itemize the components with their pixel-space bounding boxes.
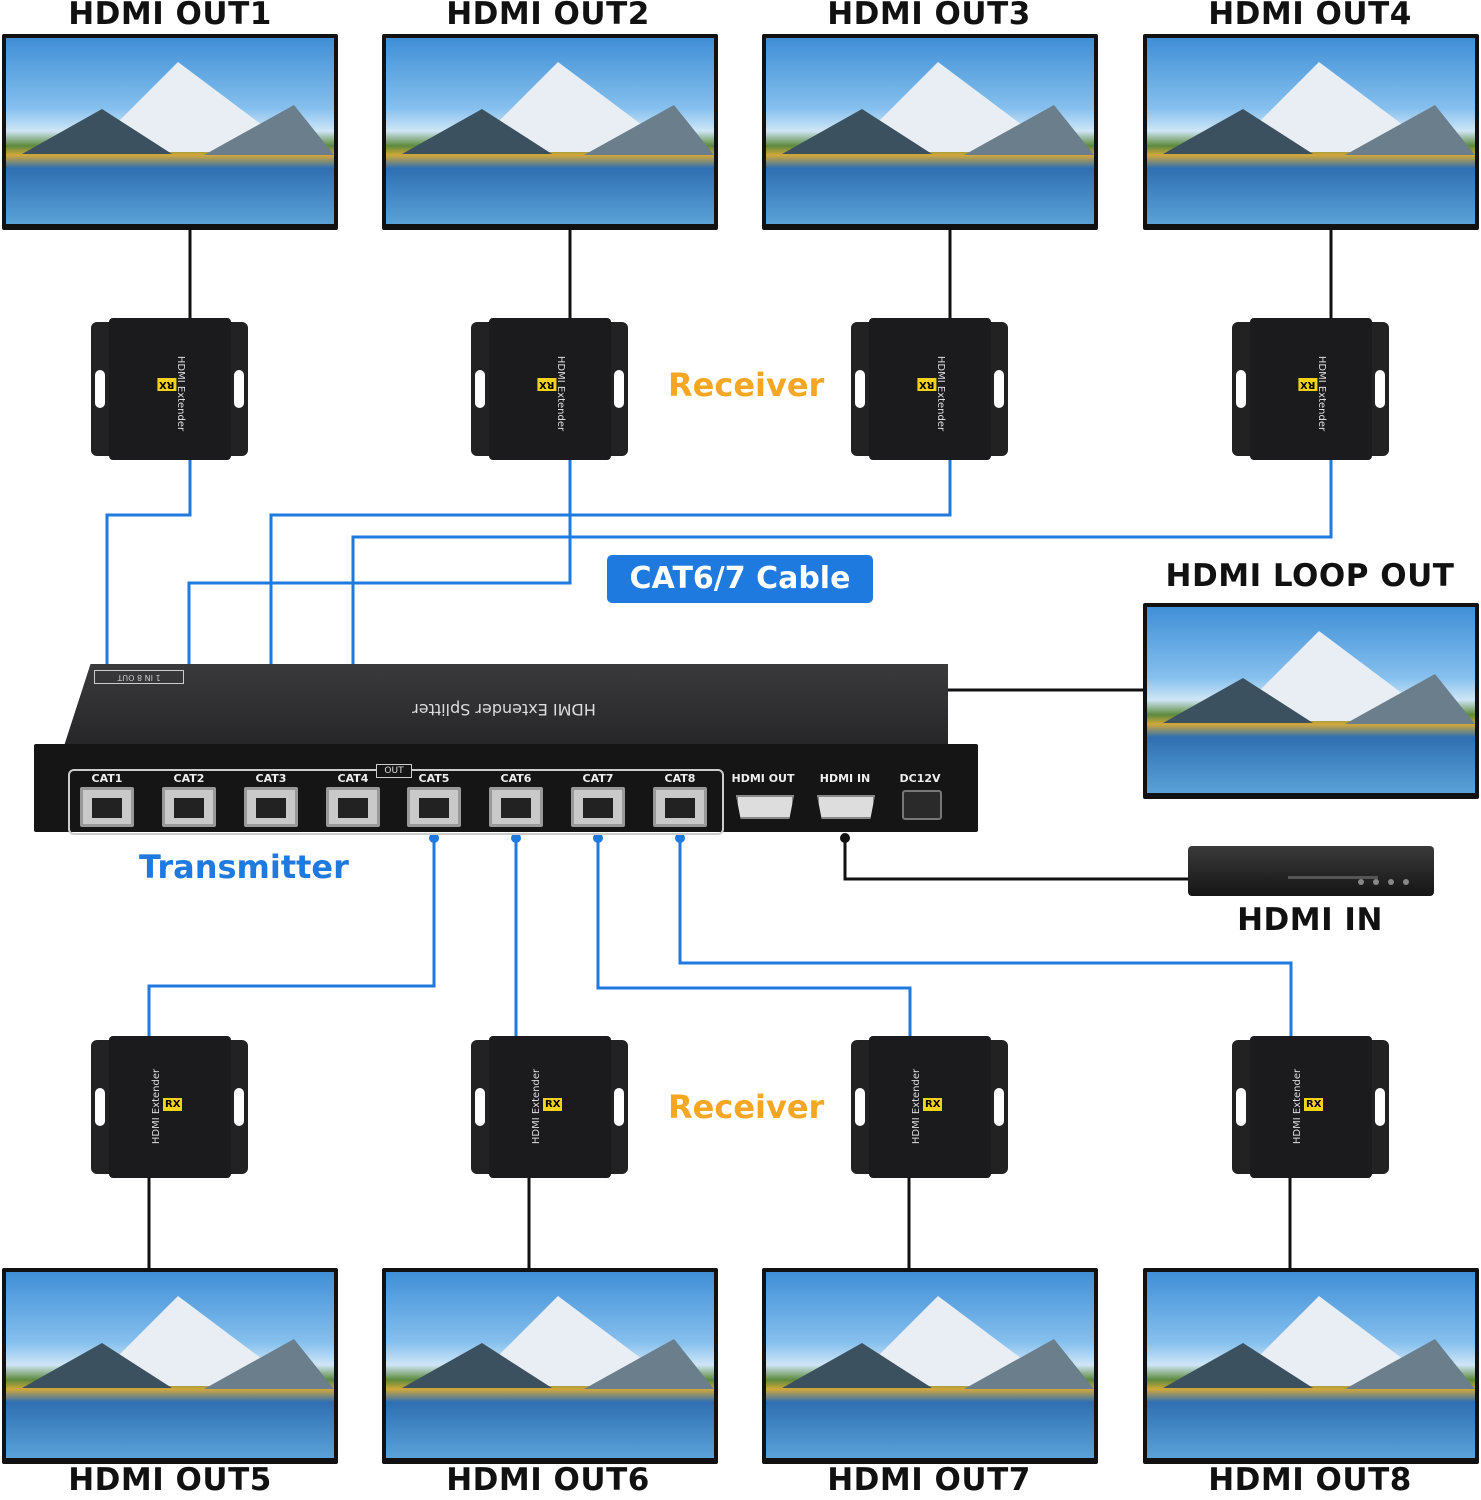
splitter-badge: 1 IN 8 OUT <box>94 670 184 684</box>
port-label-cat4: CAT4 <box>337 772 369 785</box>
label-hdmi-out3: HDMI OUT3 <box>827 0 1031 32</box>
label-hdmi-out4: HDMI OUT4 <box>1208 0 1412 32</box>
receiver-4: RX HDMI Extender <box>1232 318 1390 460</box>
cat-cables <box>105 460 1333 1036</box>
receiver-2: RX HDMI Extender <box>471 318 629 460</box>
label-hdmi-out8: HDMI OUT8 <box>1208 1462 1412 1498</box>
cable-cat7 <box>596 838 912 1036</box>
label-hdmi-out2: HDMI OUT2 <box>446 0 650 32</box>
receiver-1: RX HDMI Extender <box>91 318 249 460</box>
tv-loop-out <box>1143 603 1479 799</box>
tv-out5 <box>2 1268 338 1464</box>
receiver-8: RX HDMI Extender <box>1232 1036 1390 1178</box>
bluray-player <box>1188 846 1434 896</box>
tv-out2 <box>382 34 718 230</box>
receiver-6: RX HDMI Extender <box>471 1036 629 1178</box>
cable-cat3 <box>269 460 952 770</box>
port-label-hdmi-in: HDMI IN <box>819 772 871 785</box>
rj45-port-cat5 <box>407 787 461 827</box>
port-label-cat8: CAT8 <box>664 772 696 785</box>
port-label-dc: DC12V <box>899 772 941 785</box>
label-hdmi-out6: HDMI OUT6 <box>446 1462 650 1498</box>
cable-cat1 <box>105 460 192 770</box>
receiver-5: RX HDMI Extender <box>91 1036 249 1178</box>
hdmi-out-port <box>736 795 794 819</box>
rj45-port-cat4 <box>326 787 380 827</box>
port-label-cat7: CAT7 <box>582 772 614 785</box>
rj45-port-cat1 <box>80 787 134 827</box>
rj45-port-cat2 <box>162 787 216 827</box>
port-label-cat3: CAT3 <box>255 772 287 785</box>
rj45-port-cat7 <box>571 787 625 827</box>
label-hdmi-out7: HDMI OUT7 <box>827 1462 1031 1498</box>
cable-type-badge: CAT6/7 Cable <box>607 555 873 603</box>
rj45-port-cat6 <box>489 787 543 827</box>
label-hdmi-loop-out: HDMI LOOP OUT <box>1165 558 1455 594</box>
label-hdmi-in: HDMI IN <box>1237 902 1383 938</box>
wire-hdmi-in <box>843 838 1188 881</box>
receiver-7: RX HDMI Extender <box>851 1036 1009 1178</box>
receiver-3: RX HDMI Extender <box>851 318 1009 460</box>
tv-out8 <box>1143 1268 1479 1464</box>
tv-out1 <box>2 34 338 230</box>
port-label-hdmi-out: HDMI OUT <box>731 772 795 785</box>
tv-out4 <box>1143 34 1479 230</box>
tv-out7 <box>762 1268 1098 1464</box>
port-label-cat5: CAT5 <box>418 772 450 785</box>
tv-out6 <box>382 1268 718 1464</box>
dc-power-port <box>902 790 942 820</box>
hdmi-in-port <box>817 795 875 819</box>
port-label-cat2: CAT2 <box>173 772 205 785</box>
port-label-cat1: CAT1 <box>91 772 123 785</box>
rj45-port-cat8 <box>653 787 707 827</box>
tv-out3 <box>762 34 1098 230</box>
out-badge: OUT <box>376 764 412 778</box>
cable-cat5 <box>147 838 436 1036</box>
port-label-cat6: CAT6 <box>500 772 532 785</box>
receiver-label-bottom: Receiver <box>668 1088 825 1126</box>
label-hdmi-out5: HDMI OUT5 <box>68 1462 272 1498</box>
cable-cat4 <box>351 460 1333 770</box>
rj45-port-cat3 <box>244 787 298 827</box>
receiver-label-top: Receiver <box>668 366 825 404</box>
cable-cat8 <box>678 838 1293 1036</box>
transmitter-label: Transmitter <box>139 848 349 886</box>
label-hdmi-out1: HDMI OUT1 <box>68 0 272 32</box>
splitter-title: HDMI Extender Splitter <box>412 700 596 719</box>
